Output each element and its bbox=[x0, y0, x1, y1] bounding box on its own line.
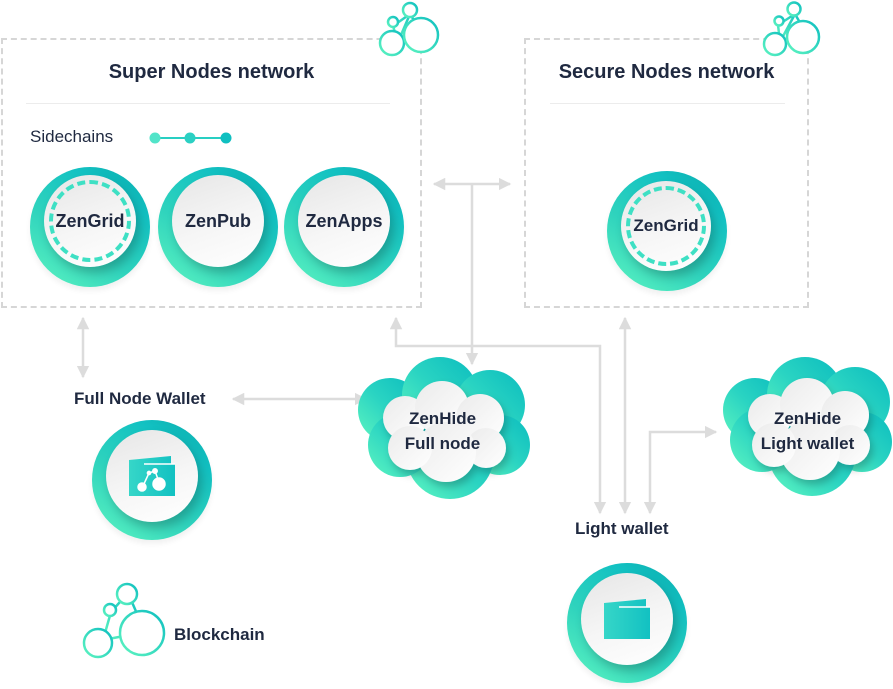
super-nodes-divider bbox=[26, 103, 390, 104]
wallet-icon bbox=[604, 599, 650, 639]
light-wallet-inner bbox=[581, 573, 673, 665]
super-nodes-title: Super Nodes network bbox=[108, 61, 315, 83]
arrow-super-lightwallet bbox=[389, 316, 607, 515]
zenhide-full-node-label: ZenHide Full node bbox=[380, 406, 505, 456]
full-node-wallet-label: Full Node Wallet bbox=[74, 389, 206, 408]
arrow-lightwallet-zenhide bbox=[643, 425, 718, 515]
super-node-zenpub-inner: ZenPub bbox=[172, 175, 264, 267]
zenhide-full-node-line2: Full node bbox=[404, 434, 481, 453]
secure-nodes-divider bbox=[550, 103, 785, 104]
light-wallet-label: Light wallet bbox=[575, 519, 669, 538]
zenhide-light-wallet-line1: ZenHide bbox=[773, 409, 842, 428]
super-nodes-network-box bbox=[1, 38, 422, 308]
legend-blockchain-label: Blockchain bbox=[174, 625, 265, 644]
super-node-zenpub-label: ZenPub bbox=[185, 210, 251, 231]
super-node-zenapps-label: ZenApps bbox=[305, 210, 383, 231]
zenhide-light-wallet-line2: Light wallet bbox=[760, 434, 855, 453]
sidechains-label: Sidechains bbox=[30, 127, 114, 146]
secure-nodes-network-box bbox=[524, 38, 809, 308]
full-node-wallet-inner bbox=[106, 430, 198, 522]
secure-nodes-title: Secure Nodes network bbox=[558, 61, 775, 83]
super-node-zenapps-inner: ZenApps bbox=[298, 175, 390, 267]
zengrid-dashed-ring bbox=[49, 180, 131, 262]
zenhide-full-node-line1: ZenHide bbox=[408, 409, 477, 428]
secure-zengrid-dashed-ring bbox=[626, 186, 706, 266]
wallet-blockchain-icon bbox=[129, 456, 175, 496]
zenhide-light-wallet-label: ZenHide Light wallet bbox=[745, 406, 870, 456]
